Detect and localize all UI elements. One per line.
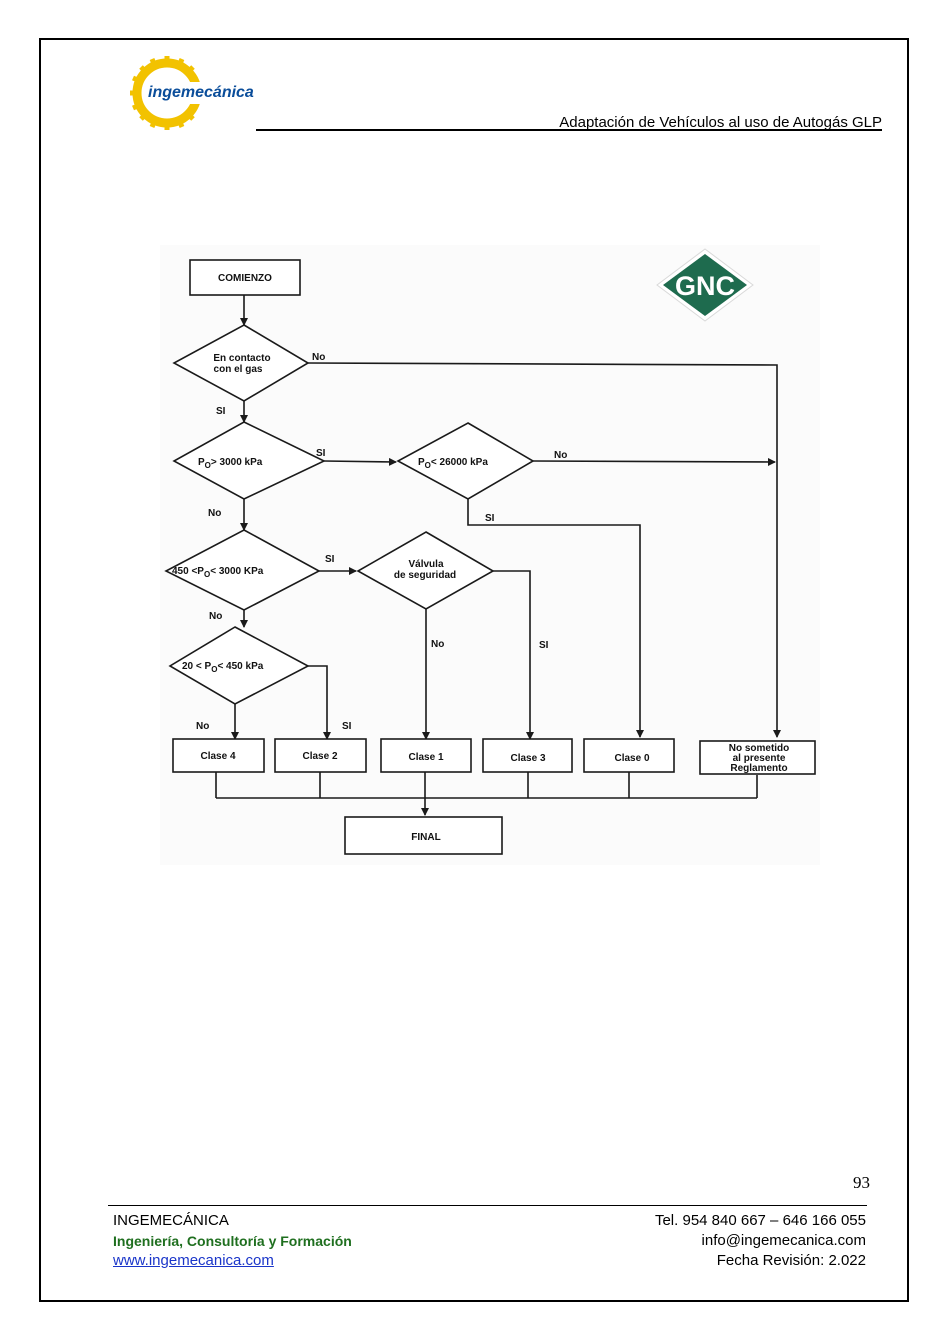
node-clase4 [172, 738, 265, 773]
footer-phone: Tel. 954 840 667 – 646 166 055 [654, 1212, 866, 1229]
node-clase0 [583, 738, 675, 773]
label-d2: PO> 3000 kPa [198, 457, 263, 470]
label-p-symbol: P [198, 457, 205, 468]
gear-icon [130, 56, 258, 130]
label-final: FINAL [411, 832, 440, 843]
gnc-badge: GNC [656, 248, 754, 322]
label-clase4: Clase 4 [200, 751, 235, 762]
node-d2 [172, 421, 326, 500]
edge-d6-si [308, 665, 331, 740]
page-number: 93 [853, 1173, 870, 1192]
node-final [344, 816, 503, 855]
label-start: COMIENZO [218, 273, 272, 284]
edge-label-d1-no: No [312, 352, 325, 363]
footer-email: info@ingemecanica.com [701, 1232, 866, 1249]
footer-website-link[interactable]: www.ingemecanica.com [113, 1252, 274, 1269]
footer-revision: Fecha Revisión: 2.022 [716, 1252, 866, 1269]
ingemecanica-logo [130, 56, 258, 130]
label-clase3: Clase 3 [510, 753, 545, 764]
edge-label-d4-si: SI [325, 554, 335, 565]
label-d5-line2: de seguridad [394, 570, 456, 581]
edge-d2-si [323, 457, 397, 466]
node-clase1 [380, 738, 472, 773]
footer-tagline: Ingeniería, Consultoría y Formación [113, 1233, 352, 1249]
flowchart: GNC COMIENZO En contacto con el gas PO> … [160, 245, 820, 865]
edge-d3-si [467, 499, 644, 738]
edge-label-d2-si: SI [316, 448, 326, 459]
node-clase3 [482, 738, 573, 773]
node-clase2 [274, 738, 367, 773]
label-d4: 450 <PO< 3000 KPa [172, 566, 264, 579]
edge-label-d4-no: No [209, 611, 222, 622]
node-d1 [172, 324, 310, 402]
label-d1-line2: con el gas [214, 364, 263, 375]
node-excluded [699, 740, 816, 775]
edge-label-d6-si: SI [342, 721, 352, 732]
document-title: Adaptación de Vehículos al uso de Autogá… [559, 114, 882, 131]
edge-label-d1-si: SI [216, 406, 226, 417]
label-excluded-line3: Reglamento [730, 763, 787, 774]
page-frame [39, 38, 909, 1302]
footer-company: INGEMECÁNICA [113, 1212, 229, 1229]
edge-label-d5-no: No [431, 639, 444, 650]
edge-label-d6-no: No [196, 721, 209, 732]
node-d3 [396, 422, 535, 500]
edge-d1-no [307, 362, 781, 738]
footer-contact-block: Tel. 954 840 667 – 646 166 055 info@inge… [655, 1211, 866, 1271]
node-d6 [168, 626, 310, 705]
label-clase2: Clase 2 [302, 751, 337, 762]
label-excluded-line2: al presente [733, 753, 786, 764]
edge-label-d5-si: SI [539, 640, 549, 651]
edge-label-d3-no: No [554, 450, 567, 461]
edge-d5-si [493, 570, 534, 740]
edge-label-d3-si: SI [485, 513, 495, 524]
node-d4 [164, 529, 321, 611]
gnc-badge-label: GNC [675, 271, 735, 301]
label-d6: 20 < PO< 450 kPa [182, 661, 264, 674]
footer-divider [108, 1205, 867, 1206]
label-d1-line1: En contacto [213, 353, 270, 364]
label-clase1: Clase 1 [408, 752, 443, 763]
node-start [189, 259, 301, 296]
label-clase0: Clase 0 [614, 753, 649, 764]
edge-label-d2-no: No [208, 508, 221, 519]
logo-wordmark: ingemecánica [148, 84, 254, 101]
footer-company-block: INGEMECÁNICA Ingeniería, Consultoría y F… [113, 1211, 352, 1271]
flowchart-canvas: GNC COMIENZO En contacto con el gas PO> … [160, 245, 820, 865]
label-excluded-line1: No sometido [729, 743, 790, 754]
header-divider [256, 129, 882, 131]
label-d3: PO< 26000 kPa [418, 457, 488, 470]
label-p-subscript: O [205, 461, 211, 470]
edge-d3-no [532, 457, 776, 466]
label-d5-line1: Válvula [408, 559, 443, 570]
node-d5 [356, 531, 495, 610]
